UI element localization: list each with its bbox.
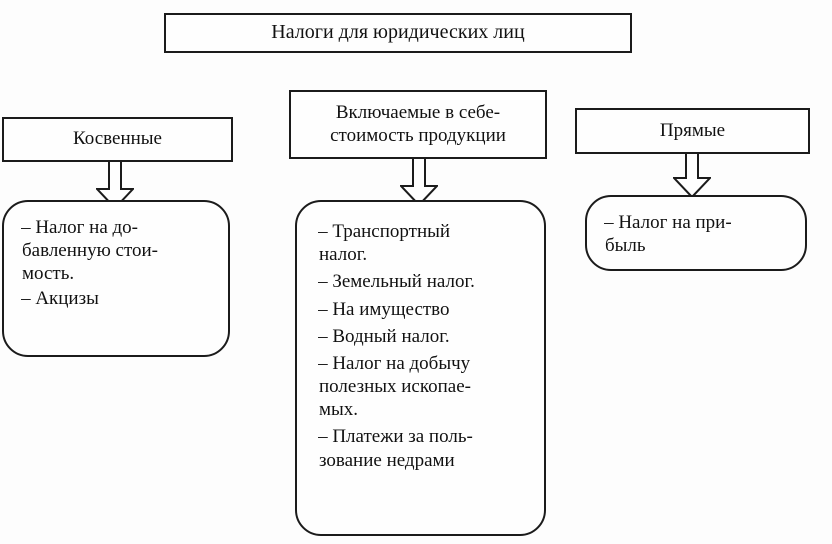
leaf-box-direct: – Налог на при- быль: [585, 195, 807, 271]
tax-list-direct: – Налог на при- быль: [587, 197, 805, 268]
list-item: – Налог на добычу полезных ископае- мых.: [318, 352, 471, 421]
list-item: – Транспортный налог.: [318, 221, 451, 266]
category-label-cost: Включаемые в себе- стоимость продукции: [330, 102, 506, 146]
list-item: – Акцизы: [21, 287, 99, 309]
list-item: – Налог на до- бавленную стои- мость.: [21, 217, 158, 285]
category-label-indirect: Косвенные: [73, 128, 162, 150]
leaf-box-indirect: – Налог на до- бавленную стои- мость. – …: [2, 200, 230, 357]
diagram-title-box: Налоги для юридических лиц: [164, 13, 632, 53]
diagram-title-text: Налоги для юридических лиц: [271, 21, 525, 44]
category-box-direct: Прямые: [575, 108, 810, 154]
category-box-cost: Включаемые в себе- стоимость продукции: [289, 90, 547, 159]
down-block-arrow-icon: [96, 161, 134, 210]
list-item: – На имущество: [318, 298, 450, 320]
list-item: – Платежи за поль- зование недрами: [318, 426, 473, 471]
list-item: – Водный налог.: [318, 325, 450, 347]
tax-list-indirect: – Налог на до- бавленную стои- мость. – …: [4, 202, 228, 321]
list-item: – Налог на при- быль: [604, 212, 732, 257]
leaf-box-cost: – Транспортный налог. – Земельный налог.…: [295, 200, 546, 536]
down-block-arrow-icon: [673, 153, 711, 202]
list-item: – Земельный налог.: [318, 271, 475, 293]
tax-list-cost: – Транспортный налог. – Земельный налог.…: [297, 202, 544, 486]
category-box-indirect: Косвенные: [2, 117, 233, 162]
category-label-direct: Прямые: [659, 119, 726, 141]
down-block-arrow-icon: [400, 158, 438, 207]
